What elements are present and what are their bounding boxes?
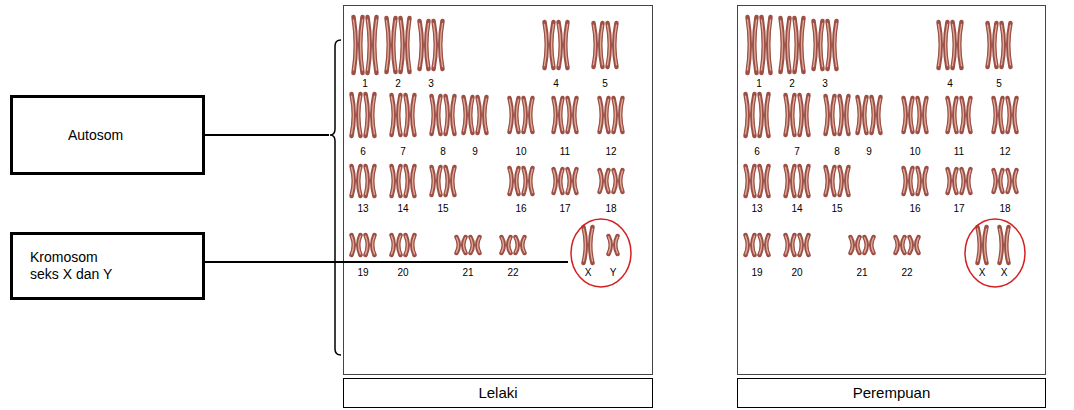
chromosome-number: 2 <box>789 78 795 90</box>
chromosome-number: 21 <box>462 267 473 279</box>
chromosome-number: 13 <box>357 203 368 215</box>
chromosome-number: X <box>585 267 592 279</box>
chromosome-number: 8 <box>440 146 446 158</box>
chromosome-number: 16 <box>909 203 920 215</box>
x-chromosome <box>1000 227 1009 263</box>
y-chromosome <box>609 236 618 254</box>
chromosome-number: 17 <box>559 203 570 215</box>
chromosome-number: 7 <box>794 146 800 158</box>
chromosome-number: 16 <box>515 203 526 215</box>
chromosome-number: 19 <box>751 267 762 279</box>
chromosome-number: 14 <box>791 203 802 215</box>
chromosome-number: 14 <box>397 203 408 215</box>
chromosome-number: 11 <box>954 146 964 158</box>
chromosome-number: 12 <box>605 146 616 158</box>
chromosome-number: 12 <box>999 146 1010 158</box>
chromosome-number: X <box>979 267 986 279</box>
chromosome-number: 1 <box>362 78 368 90</box>
leader-line <box>205 261 568 263</box>
chromosome-number: 1 <box>756 78 762 90</box>
chromosome-number: 5 <box>602 78 608 90</box>
chromosome-number: 4 <box>947 78 953 90</box>
female-chromosomes <box>746 17 1026 287</box>
chromosome-number: 7 <box>400 146 406 158</box>
chromosome-number: 22 <box>507 267 518 279</box>
chromosome-number: 4 <box>553 78 559 90</box>
chromosome-number: 9 <box>472 146 478 158</box>
karyotype-panel <box>738 6 1046 375</box>
chromosome-number: 18 <box>999 203 1010 215</box>
x-chromosome <box>978 227 987 263</box>
chromosome-number: 10 <box>909 146 920 158</box>
caption-box: Perempuan <box>737 378 1046 408</box>
bracket <box>330 40 341 355</box>
chromosome-number: 22 <box>901 267 912 279</box>
node-text: Perempuan <box>853 384 931 402</box>
chromosome-number: 11 <box>560 146 570 158</box>
chromosome-number: 3 <box>428 78 434 90</box>
term-box: Autosom <box>10 95 205 175</box>
chromosome-number: 10 <box>515 146 526 158</box>
x-chromosome <box>584 227 593 263</box>
male-chromosomes <box>352 17 632 287</box>
term-box: Kromosom seks X dan Y <box>10 232 205 300</box>
chromosome-number: 5 <box>996 78 1002 90</box>
chromosome-number: 19 <box>357 267 368 279</box>
highlight-circle <box>571 219 631 287</box>
highlight-circle <box>965 219 1025 287</box>
autosome-set <box>352 17 623 255</box>
karyotype-panel <box>344 6 653 375</box>
chromosome-number: 18 <box>605 203 616 215</box>
chromosome-number: X <box>1001 267 1008 279</box>
chromosome-number: 2 <box>395 78 401 90</box>
leader-line <box>205 134 329 136</box>
chromosome-number: 8 <box>834 146 840 158</box>
chromosome-number: 6 <box>360 146 366 158</box>
chromosome-number: 9 <box>866 146 872 158</box>
caption-box: Lelaki <box>343 378 653 408</box>
chromosome-number: 3 <box>822 78 828 90</box>
chromosome-number: 13 <box>751 203 762 215</box>
autosome-set <box>746 17 1017 255</box>
chromosome-number: 21 <box>856 267 867 279</box>
chromosome-number: 20 <box>397 267 408 279</box>
chromosome-number: 17 <box>953 203 964 215</box>
chromosome-number: 15 <box>437 203 448 215</box>
node-text: Lelaki <box>478 384 517 402</box>
node-text: Kromosom seks X dan Y <box>30 249 125 283</box>
chromosome-number: 15 <box>831 203 842 215</box>
chromosome-number: 6 <box>754 146 760 158</box>
chromosome-number: 20 <box>791 267 802 279</box>
node-text: Autosom <box>68 127 123 144</box>
chromosome-number: Y <box>610 267 617 279</box>
